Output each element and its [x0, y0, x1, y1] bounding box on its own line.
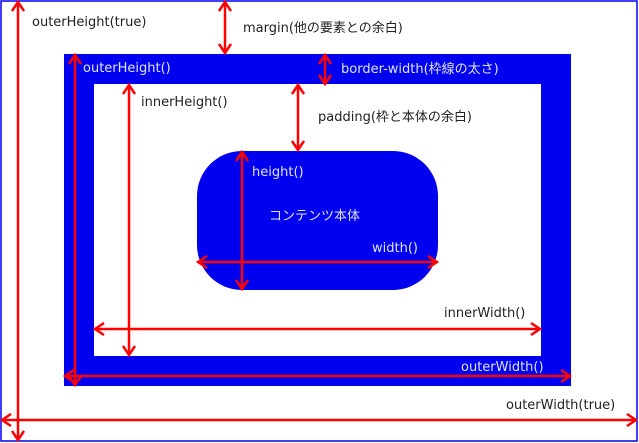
content-label: コンテンツ本体 — [269, 209, 360, 224]
width-label: width() — [372, 241, 418, 256]
outer-height-label: outerHeight() — [83, 61, 171, 76]
border-width-label: border-width(枠線の太さ) — [341, 61, 499, 77]
outer-height-true-label: outerHeight(true) — [32, 15, 146, 30]
inner-width-label: innerWidth() — [444, 306, 525, 321]
inner-height-label: innerHeight() — [141, 95, 228, 110]
margin-label: margin(他の要素との余白) — [243, 20, 403, 36]
padding-label: padding(枠と本体の余白) — [318, 109, 472, 125]
outer-width-label: outerWidth() — [461, 360, 544, 375]
height-label: height() — [252, 165, 304, 180]
outer-width-true-label: outerWidth(true) — [506, 398, 615, 413]
